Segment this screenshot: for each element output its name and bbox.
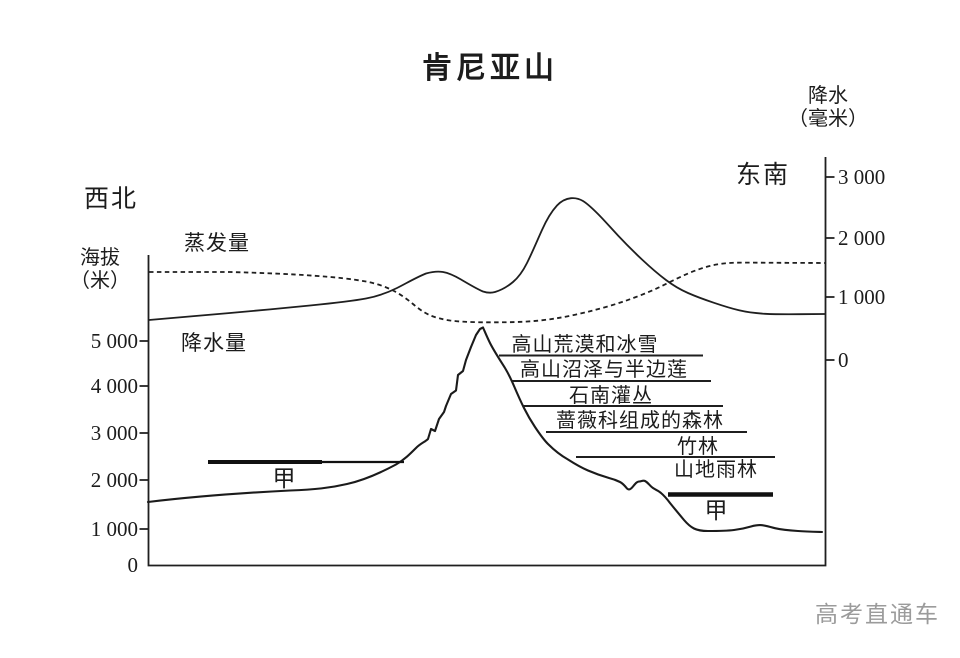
precipitation-axis-caption: 降水 （毫米） (772, 85, 884, 131)
zone-label-bamboo-forest: 竹林 (677, 436, 719, 458)
precipitation-curve (148, 197, 826, 321)
precipitation-axis-ticks (825, 176, 835, 361)
elevation-axis-caption: 海拔 （米） (66, 247, 134, 293)
elevation-tick-4000: 4 000 (90, 374, 138, 398)
precipitation-tick-3000: 3 000 (838, 165, 886, 189)
precipitation-tick-1000: 1 000 (838, 285, 886, 309)
elevation-tick-1000: 1 000 (90, 517, 138, 541)
precipitation-axis-caption-line1: 降水 (808, 85, 848, 107)
precipitation-tick-0: 0 (838, 348, 849, 372)
precipitation-tick-2000: 2 000 (838, 226, 886, 250)
zone-label-montane-rainforest: 山地雨林 (674, 459, 758, 481)
precipitation-axis-caption-line2: （毫米） (788, 108, 868, 130)
elevation-tick-2000: 2 000 (90, 468, 138, 492)
precipitation-curve-label: 降水量 (181, 331, 247, 355)
zone-label-heath-shrub: 石南灌丛 (569, 385, 653, 407)
zone-label-alpine-desert-ice: 高山荒漠和冰雪 (511, 334, 659, 356)
marker-jia-right: 甲 (704, 498, 728, 523)
direction-northwest-label: 西北 (84, 186, 139, 213)
direction-southeast-label: 东南 (736, 162, 791, 189)
zone-underlines (499, 354, 775, 458)
zone-label-alpine-marsh-lobelia: 高山沼泽与半边莲 (520, 359, 688, 381)
evaporation-curve-label: 蒸发量 (184, 231, 250, 255)
elevation-axis-caption-line1: 海拔 (80, 247, 120, 269)
figure-title: 肯尼亚山 (422, 52, 558, 85)
watermark-text: 高考直通车 (815, 602, 940, 627)
elevation-tick-5000: 5 000 (90, 329, 138, 353)
elevation-axis-ticks (139, 340, 149, 530)
zone-label-rosaceae-forest: 蔷薇科组成的森林 (556, 410, 724, 432)
marker-jia-left: 甲 (272, 466, 296, 491)
axis-frame (147, 157, 827, 567)
evaporation-curve (149, 261, 826, 324)
elevation-axis-caption-line2: （米） (70, 270, 130, 292)
elevation-tick-3000: 3 000 (90, 421, 138, 445)
mountain-profile-curve (146, 326, 824, 534)
elevation-tick-0: 0 (127, 553, 139, 577)
